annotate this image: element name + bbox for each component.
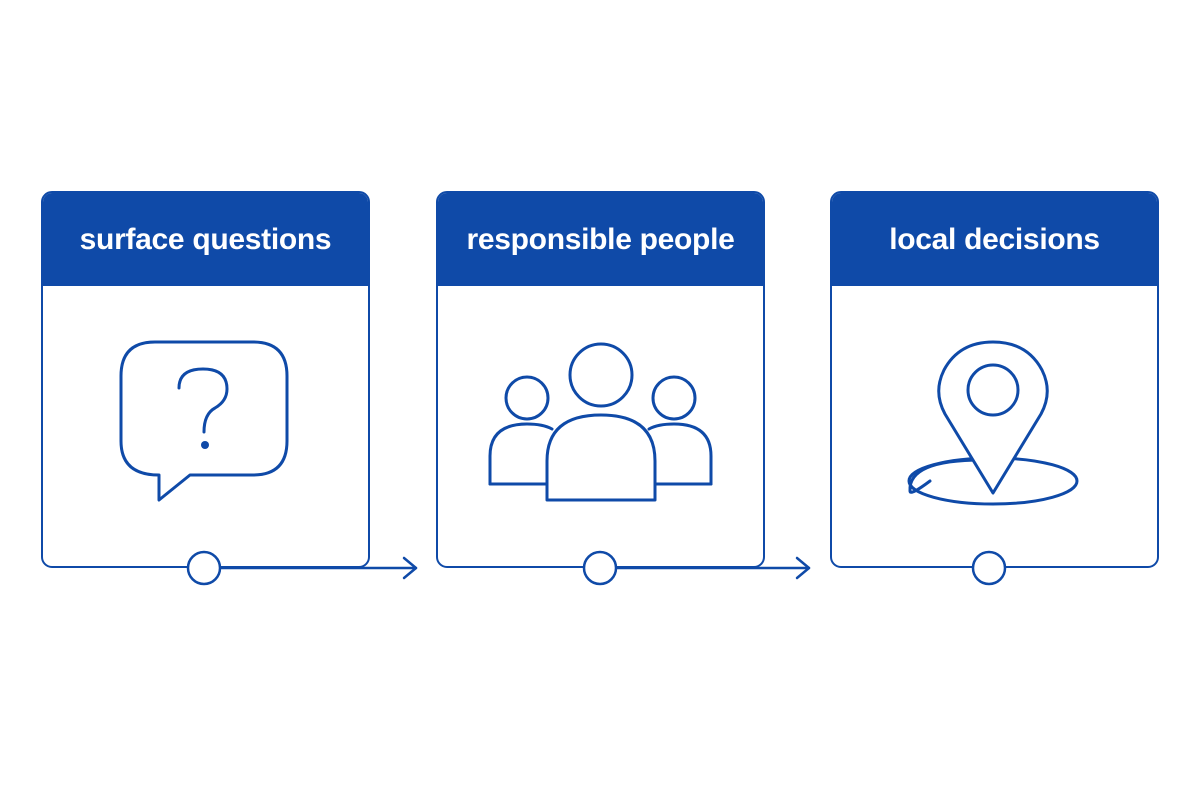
step-header: surface questions <box>43 193 368 286</box>
step-title: local decisions <box>889 222 1100 256</box>
step-card-local-decisions: local decisions <box>830 191 1159 568</box>
location-pin-icon <box>907 340 1079 506</box>
speech-bubble-question-icon <box>119 340 289 502</box>
step-title: responsible people <box>466 222 735 256</box>
step-header: local decisions <box>832 193 1157 286</box>
arrow-head-icon <box>795 556 811 580</box>
step-title: surface questions <box>79 222 332 256</box>
people-group-icon <box>488 342 713 502</box>
arrow-head-icon <box>402 556 418 580</box>
step-card-surface-questions: surface questions <box>41 191 370 568</box>
step-header: responsible people <box>438 193 763 286</box>
step-card-responsible-people: responsible people <box>436 191 765 568</box>
